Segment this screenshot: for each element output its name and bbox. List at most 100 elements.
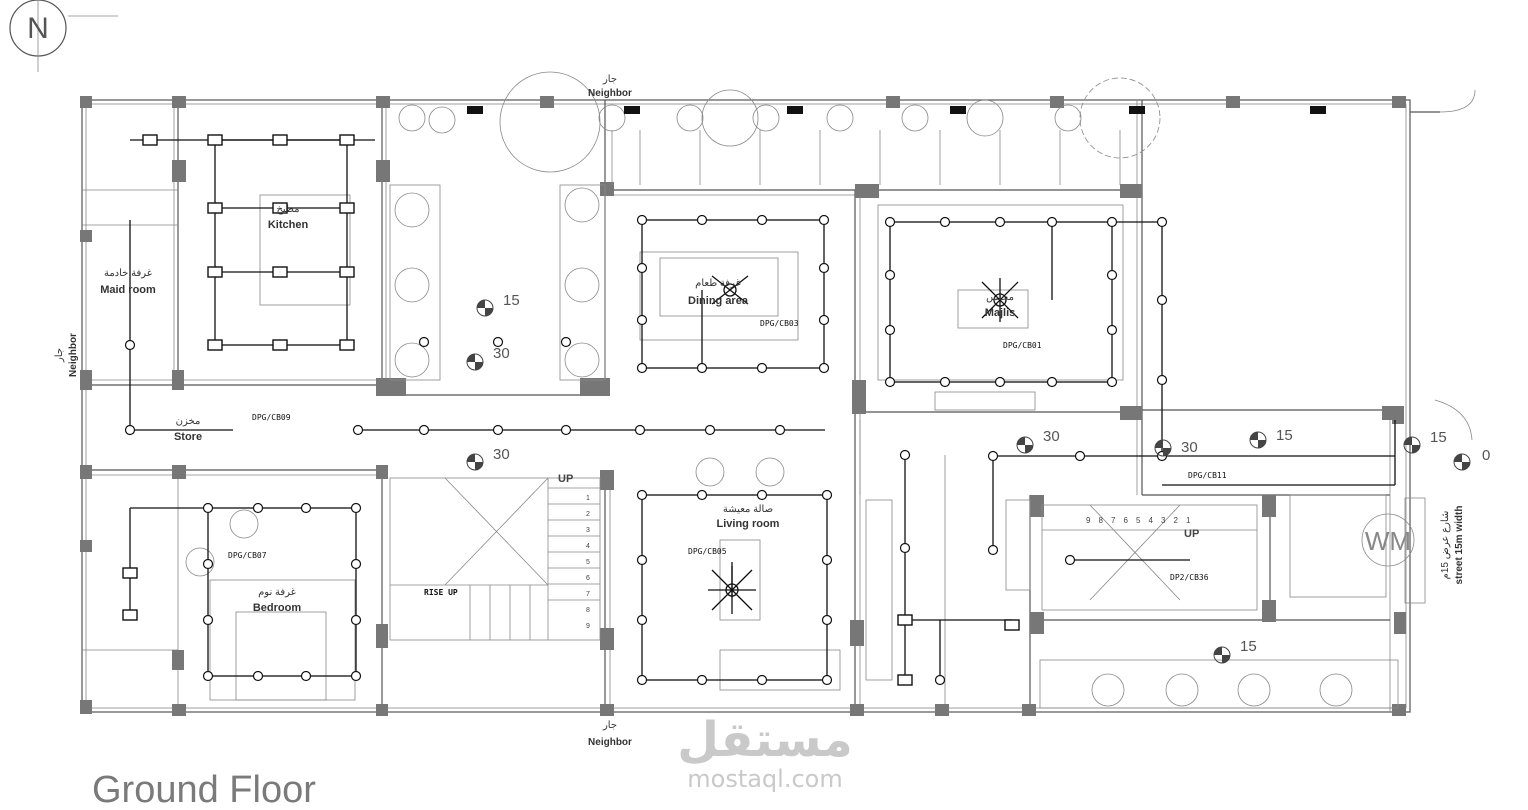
outer-walls [81, 89, 1476, 713]
light-point-icon [636, 489, 648, 501]
switch-box-icon [897, 614, 913, 626]
light-point-icon [1106, 269, 1118, 281]
stair-step-number: 2 [586, 511, 590, 518]
bedroom-label: Bedroom [253, 602, 302, 614]
light-point-icon [560, 424, 572, 436]
switch-box-icon [339, 339, 355, 351]
majlis-label: Majlis [985, 307, 1016, 319]
light-point-icon [756, 362, 768, 374]
kitchen-label: Kitchen [268, 219, 309, 231]
maid-room-label: Maid room [100, 284, 156, 296]
level-marker-icon: 15 [1249, 427, 1293, 449]
light-point-icon [1046, 376, 1058, 388]
light-point-icon [1156, 294, 1168, 306]
stair-step-number: 2 [1174, 516, 1179, 525]
light-point-icon [418, 424, 430, 436]
switch-box-icon [207, 202, 223, 214]
light-point-icon [987, 450, 999, 462]
light-point-icon [1106, 376, 1118, 388]
light-point-icon [818, 362, 830, 374]
level-marker-icon: 15 [1213, 638, 1257, 664]
switch-box-icon [122, 567, 138, 579]
level-value: 15 [1276, 427, 1293, 444]
stair-step-number: 3 [586, 527, 590, 534]
stair-step-number: 4 [586, 543, 590, 550]
light-point-icon [636, 554, 648, 566]
kitchen-label-ar: مطبخ [276, 204, 299, 215]
circuit-label: DPG/CB01 [1003, 341, 1042, 350]
stair-step-number: 8 [586, 607, 590, 614]
wall-light-icon [467, 106, 483, 114]
light-point-icon [696, 214, 708, 226]
light-point-icon [1064, 554, 1076, 566]
switch-box-icon [272, 134, 288, 146]
light-point-icon [636, 674, 648, 686]
neighbor-left: Neighbor [68, 333, 79, 377]
light-point-icon [756, 214, 768, 226]
light-point-icon [636, 362, 648, 374]
majlis-label-ar: مجلس [986, 292, 1014, 303]
light-point-icon [756, 489, 768, 501]
chandelier-icon [711, 275, 749, 305]
light-point-icon [884, 376, 896, 388]
wall-light-icon [787, 106, 803, 114]
light-point-icon [987, 544, 999, 556]
drawing-title: Ground Floor [92, 769, 316, 810]
wiring-bedroom [129, 507, 357, 677]
meter-label: WM [1365, 526, 1411, 556]
wiring-majlis [889, 221, 1163, 455]
light-point-icon [492, 336, 504, 348]
light-point-icon [704, 424, 716, 436]
light-point-icon [994, 376, 1006, 388]
light-point-icon [124, 424, 136, 436]
light-point-icon [202, 502, 214, 514]
rise-up-label: RISE UP [424, 588, 458, 597]
stair-step-number: 8 [1099, 516, 1104, 525]
staircase-right [1041, 504, 1258, 611]
switch-box-icon [207, 134, 223, 146]
light-point-icon [818, 314, 830, 326]
interior-walls [82, 100, 1391, 712]
level-marker-icon: 15 [476, 292, 520, 317]
light-point-icon [821, 554, 833, 566]
wall-light-icon [1310, 106, 1326, 114]
light-point-icon [821, 614, 833, 626]
switch-box-icon [339, 134, 355, 146]
light-point-icon [1106, 324, 1118, 336]
stair-step-number: 7 [586, 591, 590, 598]
level-marker-icon: 30 [1016, 428, 1060, 454]
wall-light-icon [950, 106, 966, 114]
light-point-icon [899, 449, 911, 461]
wall-light-icon [1129, 106, 1145, 114]
switch-box-icon [1004, 619, 1020, 631]
wall-light-icon [624, 106, 640, 114]
level-value: 15 [503, 292, 520, 309]
light-point-icon [818, 214, 830, 226]
light-fixtures [122, 106, 1326, 686]
switch-box-icon [122, 609, 138, 621]
level-value: 30 [493, 345, 510, 362]
light-point-icon [202, 558, 214, 570]
wiring-bath [904, 455, 1012, 680]
switch-box-icon [272, 339, 288, 351]
structural-columns [80, 96, 1406, 716]
light-point-icon [994, 216, 1006, 228]
dining-label: Dining area [688, 295, 749, 307]
wiring-corridor [358, 420, 1396, 561]
switch-box-icon [272, 266, 288, 278]
light-point-icon [202, 670, 214, 682]
stair-step-number: 5 [1136, 516, 1141, 525]
light-point-icon [1156, 374, 1168, 386]
light-point-icon [634, 424, 646, 436]
circuit-label: DPG/CB05 [688, 547, 727, 556]
circuit-label: DP2/CB36 [1170, 573, 1209, 582]
store-label-ar: مخزن [176, 416, 201, 427]
light-point-icon [1156, 216, 1168, 228]
light-point-icon [884, 269, 896, 281]
light-point-icon [124, 339, 136, 351]
maid-room-label-ar: غرفة خادمة [104, 268, 152, 279]
chandelier-icon [981, 278, 1019, 322]
stair-up-label: UP [1184, 528, 1199, 540]
